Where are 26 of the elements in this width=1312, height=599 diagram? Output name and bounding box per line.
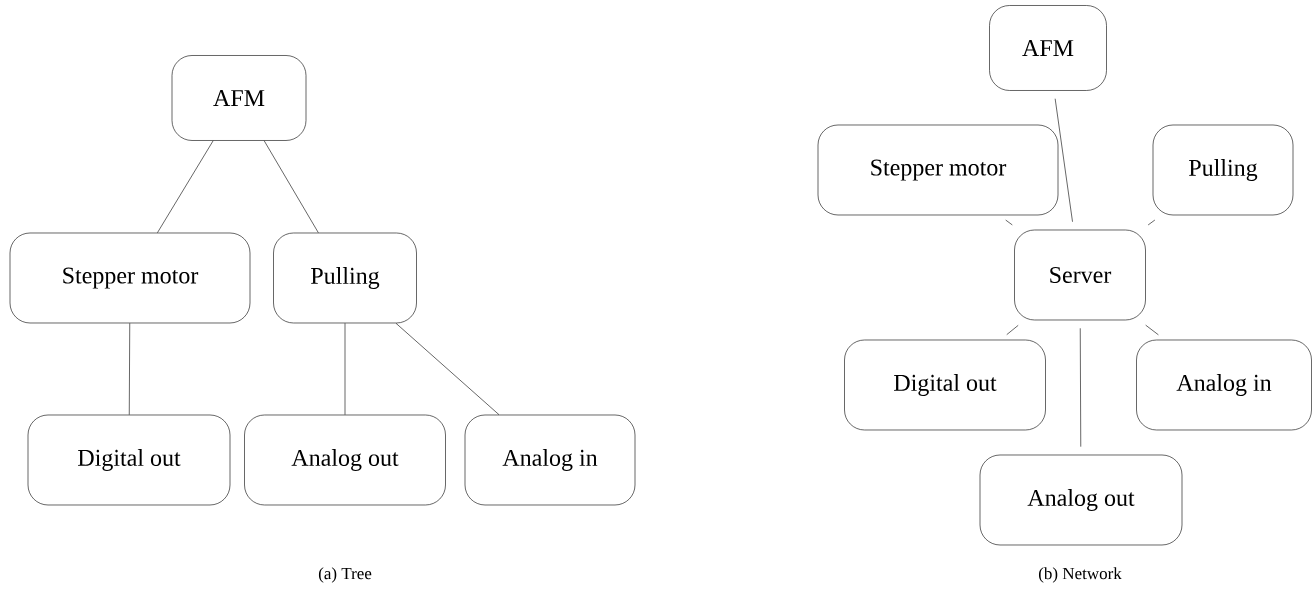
rounded-box: Analog in (1136, 339, 1312, 431)
connector-line (128, 323, 131, 415)
rounded-box: Analog out (979, 454, 1183, 546)
connector-line (1005, 219, 1013, 226)
rounded-box: Pulling (273, 232, 417, 324)
connector-line (1079, 328, 1082, 447)
connector-line (1054, 98, 1073, 223)
rounded-box: Stepper motor (9, 232, 251, 324)
connector-line (344, 323, 346, 415)
rounded-box: AFM (989, 5, 1107, 91)
connector-line (1147, 219, 1156, 226)
rounded-box: Analog out (244, 414, 446, 506)
rounded-box: Digital out (27, 414, 231, 506)
rounded-box: Pulling (1152, 124, 1294, 216)
rounded-box: Analog in (464, 414, 636, 506)
rounded-box: Stepper motor (817, 124, 1059, 216)
rounded-box: AFM (171, 55, 307, 141)
rounded-box: Digital out (844, 339, 1046, 431)
caption: (a) Tree (318, 567, 372, 583)
connector-line (157, 140, 214, 233)
connector-line (395, 323, 500, 415)
connector-line (1006, 325, 1019, 335)
caption: (b) Network (1039, 567, 1122, 583)
connector-line (263, 140, 319, 233)
rounded-box: Server (1014, 229, 1146, 321)
connector-line (1145, 324, 1159, 336)
